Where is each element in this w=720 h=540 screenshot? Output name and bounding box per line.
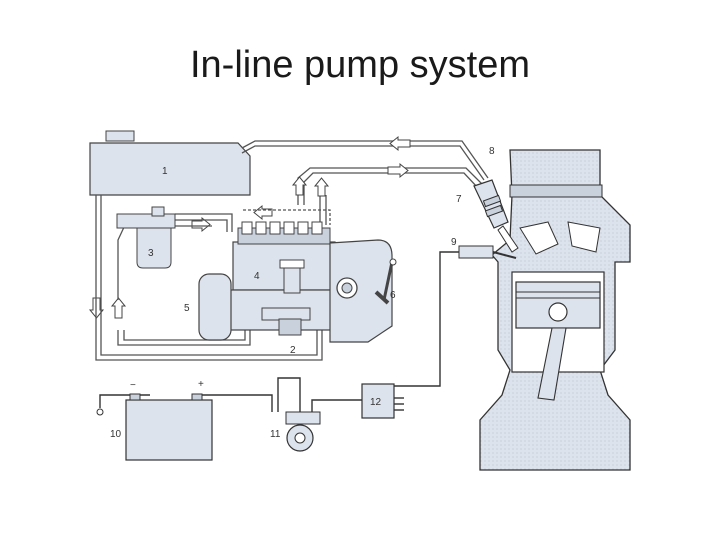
label-3: 3 xyxy=(148,248,154,259)
return-lines xyxy=(241,140,489,225)
glow-start-switch xyxy=(285,411,321,452)
engine-block xyxy=(479,149,631,471)
slide-title: In-line pump system xyxy=(189,44,530,86)
supply-pump xyxy=(261,259,311,336)
label-7: 7 xyxy=(456,194,462,205)
battery-plus-sign: + xyxy=(198,379,204,390)
nozzle-holder xyxy=(473,179,519,253)
battery xyxy=(96,393,213,461)
battery-minus-sign: − xyxy=(130,380,136,391)
label-4: 4 xyxy=(254,271,260,282)
glow-control-unit xyxy=(361,383,395,419)
label-10: 10 xyxy=(110,429,122,440)
label-9: 9 xyxy=(451,237,457,248)
label-12: 12 xyxy=(370,397,382,408)
label-2: 2 xyxy=(290,345,296,356)
label-1: 1 xyxy=(162,166,168,177)
control-lever xyxy=(374,258,397,305)
fuel-filter xyxy=(116,206,176,269)
label-6: 6 xyxy=(390,290,396,301)
label-11: 11 xyxy=(270,429,281,440)
pump-elements xyxy=(241,221,323,235)
fuel-tank xyxy=(89,130,251,196)
label-5: 5 xyxy=(184,303,190,314)
label-8: 8 xyxy=(489,146,495,157)
component-labels: 1 2 3 4 5 6 7 8 9 10 11 12 − + xyxy=(110,146,495,440)
flow-arrows xyxy=(88,135,411,319)
